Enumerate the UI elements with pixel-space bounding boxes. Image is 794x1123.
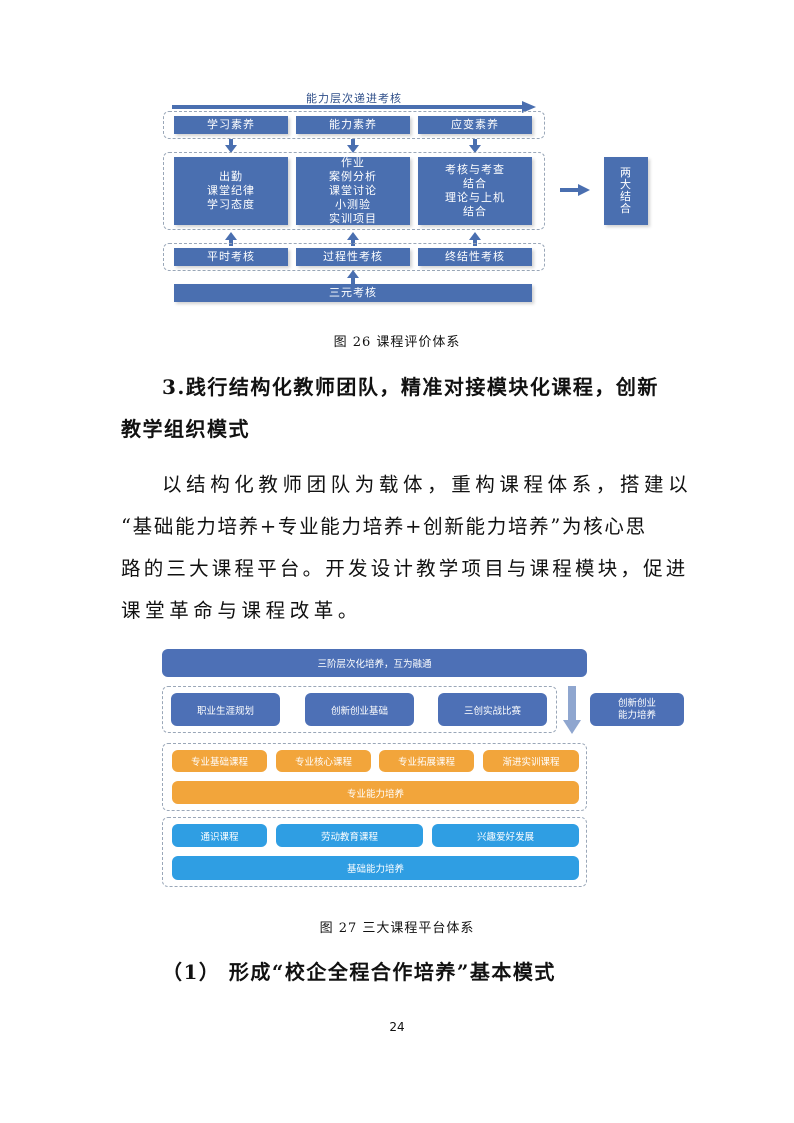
paragraph-line-2: “基础能力培养+专业能力培养+创新能力培养”为核心思 xyxy=(121,515,647,538)
three-stage-bar: 三阶层次化培养，互为融通 xyxy=(162,649,587,677)
section-heading-line-1: 3.践行结构化教师团队，精准对接模块化课程，创新 xyxy=(162,375,659,399)
innovation-contest-box: 三创实战比赛 xyxy=(438,693,547,726)
interest-development-box: 兴趣爱好发展 xyxy=(432,824,579,847)
content-box-homework: 作业 案例分析 课堂讨论 小测验 实训项目 xyxy=(296,156,410,225)
general-course-box: 通识课程 xyxy=(172,824,267,847)
down-arrow-icon xyxy=(225,139,237,153)
paragraph-line-4: 课堂革命与课程改革。 xyxy=(121,599,363,622)
career-planning-box: 职业生涯规划 xyxy=(171,693,280,726)
up-arrow-icon xyxy=(347,270,359,284)
up-arrow-icon xyxy=(347,232,359,246)
assessment-box-final: 终结性考核 xyxy=(418,248,532,266)
figure-27-caption: 图 27 三大课程平台体系 xyxy=(319,921,475,936)
labor-education-course-box: 劳动教育课程 xyxy=(276,824,423,847)
assessment-box-process: 过程性考核 xyxy=(296,248,410,266)
innovation-ability-label: 创新创业 能力培养 xyxy=(590,693,684,726)
up-arrow-icon xyxy=(225,232,237,246)
section-heading-line-2: 教学组织模式 xyxy=(121,417,250,441)
progressive-training-course-box: 渐进实训课程 xyxy=(483,750,579,772)
professional-basic-course-box: 专业基础课程 xyxy=(172,750,267,772)
right-arrow-icon xyxy=(560,184,590,196)
quality-box-learning: 学习素养 xyxy=(174,116,288,134)
quality-box-ability: 能力素养 xyxy=(296,116,410,134)
professional-ability-bar: 专业能力培养 xyxy=(172,781,579,804)
quality-row-frame xyxy=(163,111,545,139)
basic-ability-bar: 基础能力培养 xyxy=(172,856,579,880)
innovation-basics-box: 创新创业基础 xyxy=(305,693,414,726)
two-combination-box: 两 大 结 合 xyxy=(604,157,648,225)
quality-box-adapt: 应变素养 xyxy=(418,116,532,134)
paragraph-line-3: 路的三大课程平台。开发设计教学项目与课程模块，促进 xyxy=(121,557,689,580)
page-number: 24 xyxy=(389,1020,405,1034)
paragraph-line-1: 以结构化教师团队为载体，重构课程体系，搭建以 xyxy=(162,473,693,496)
up-arrow-icon xyxy=(469,232,481,246)
content-box-exam: 考核与考查 结合 理论与上机 结合 xyxy=(418,157,532,225)
basic-frame xyxy=(162,817,587,887)
content-box-attendance: 出勤 课堂纪律 学习态度 xyxy=(174,157,288,225)
assessment-box-daily: 平时考核 xyxy=(174,248,288,266)
down-arrow-icon xyxy=(563,686,581,734)
right-arrow-icon xyxy=(172,101,536,113)
figure-26-caption: 图 26 课程评价体系 xyxy=(333,335,461,350)
three-element-assessment-bar: 三元考核 xyxy=(174,284,532,302)
down-arrow-icon xyxy=(347,139,359,153)
professional-core-course-box: 专业核心课程 xyxy=(276,750,371,772)
content-row-frame xyxy=(163,152,545,230)
top-arrow-label: 能力层次递进考核 xyxy=(306,92,402,105)
professional-extension-course-box: 专业拓展课程 xyxy=(379,750,474,772)
down-arrow-icon xyxy=(469,139,481,153)
professional-frame xyxy=(162,743,587,811)
subheading: （1） 形成“校企全程合作培养”基本模式 xyxy=(162,960,556,984)
innovation-frame xyxy=(162,686,557,733)
